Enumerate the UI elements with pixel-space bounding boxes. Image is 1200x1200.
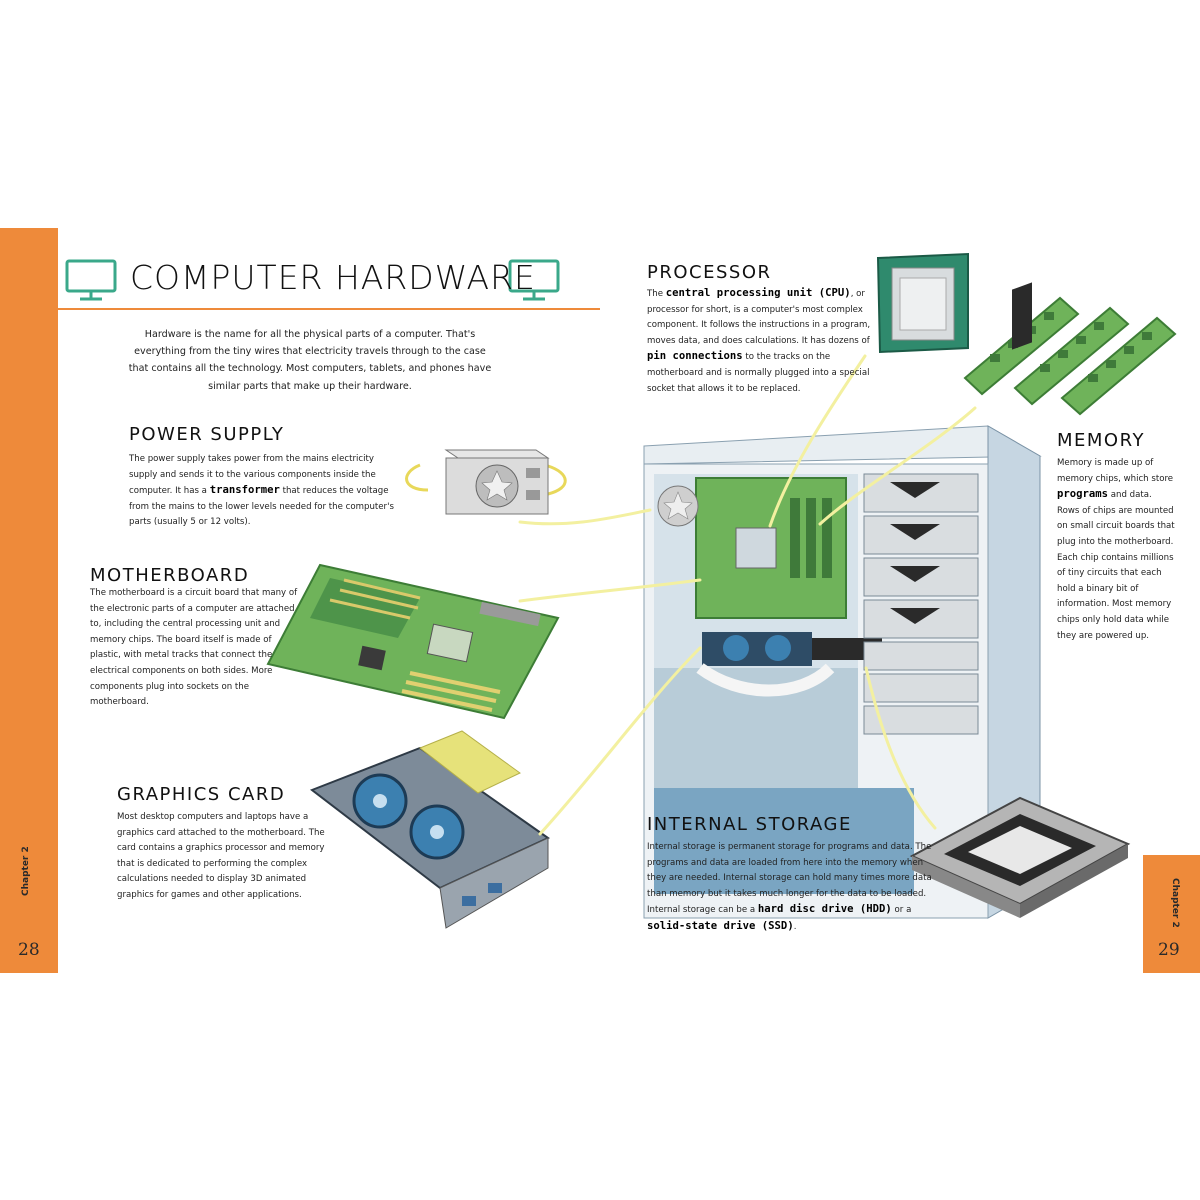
page-number-left: 28 [18,940,40,960]
processor-text: The central processing unit (CPU), or pr… [647,287,871,394]
graphics-card-heading: GRAPHICS CARD [117,784,286,805]
chapter-tab-right: Chapter 2 [1170,878,1180,928]
monitor-icon [508,259,560,301]
chapter-tab-left: Chapter 2 [21,846,31,896]
intro-paragraph: Hardware is the name for all the physica… [128,329,492,392]
left-page-edge [0,228,58,973]
power-supply-text: The power supply takes power from the ma… [129,454,394,528]
power-supply-illustration [405,449,567,515]
power-supply-heading: POWER SUPPLY [129,424,285,445]
internal-storage-text: Internal storage is permanent storage fo… [647,842,932,932]
page-number-right: 29 [1158,940,1180,960]
motherboard-heading: MOTHERBOARD [90,565,250,586]
memory-heading: MEMORY [1057,430,1145,451]
computer-tower-illustration [643,282,1042,919]
graphics-card-text: Most desktop computers and laptops have … [117,812,325,900]
title-underline [58,308,600,310]
storage-drive-illustration [909,796,1131,918]
processor-illustration [876,252,969,354]
graphics-card-illustration [309,730,550,929]
memory-text: Memory is made up of memory chips, which… [1057,458,1175,641]
page-title: COMPUTER HARDWARE [130,258,536,297]
internal-storage-heading: INTERNAL STORAGE [647,814,852,835]
hardware-illustrations [65,252,1177,929]
motherboard-illustration [266,563,560,720]
right-page-edge [1143,855,1200,973]
book-spread: COMPUTER HARDWARE Hardware is the name f… [0,228,1200,973]
monitor-icon [65,259,117,301]
processor-heading: PROCESSOR [647,262,772,283]
motherboard-text: The motherboard is a circuit board that … [90,588,298,708]
memory-illustration [963,296,1177,416]
leader-arrows [518,354,977,836]
